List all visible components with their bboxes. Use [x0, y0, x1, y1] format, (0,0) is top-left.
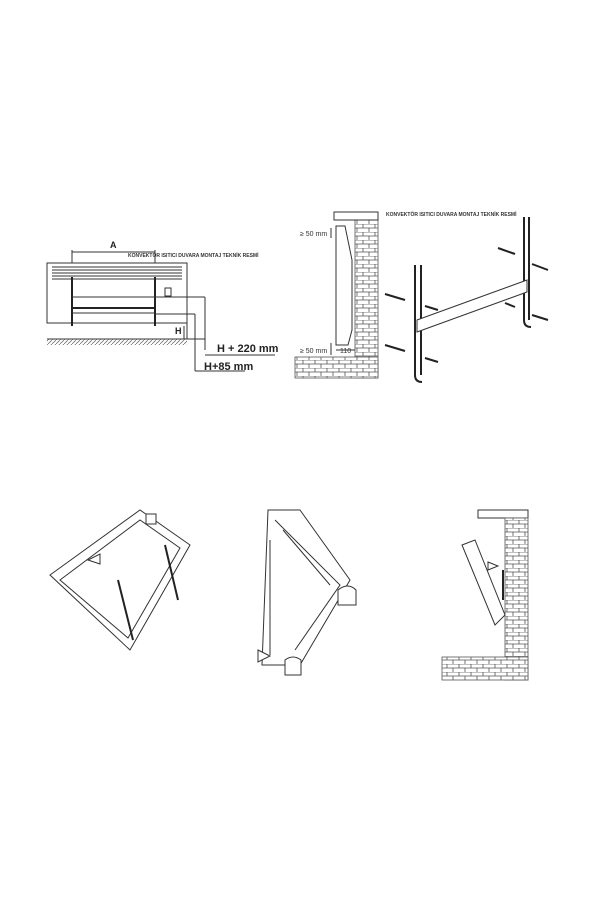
heater-back-panel: [49, 509, 191, 651]
screw-icons: [384, 247, 549, 363]
control-box: [164, 287, 172, 297]
dim-a-label: A: [110, 240, 117, 250]
crossbar: [416, 279, 528, 333]
heater-grille: [52, 266, 182, 280]
wall: [504, 517, 529, 681]
heater-tilted: [461, 539, 506, 626]
wall-cap: [477, 509, 529, 519]
floor-bricks: [294, 356, 379, 379]
front-view: A KONVEKTÖR ISITICI DUVARA MONTAJ TEKNİK…: [46, 240, 279, 373]
bracket-hook: [145, 513, 157, 525]
heater-side-profile: [335, 225, 353, 346]
floor: [47, 339, 187, 345]
arrow-icon: [487, 561, 500, 571]
step-2-bottom-view: [257, 509, 357, 676]
top-clearance-label: ≥ 50 mm: [300, 231, 327, 238]
bracket-title: KONVEKTÖR ISITICI DUVARA MONTAJ TEKNİK R…: [386, 211, 517, 218]
depth-label: 110: [340, 348, 351, 355]
heater-bottom: [261, 509, 351, 666]
floor-bricks: [441, 656, 529, 681]
bracket: [117, 544, 179, 641]
bottom-clearance-label: ≥ 50 mm: [300, 348, 327, 355]
dim-h85-label: H+85 mm: [204, 361, 253, 373]
arrow-icon: [257, 649, 272, 663]
dim-h220-label: H + 220 mm: [217, 343, 279, 355]
dimension-a-line: [71, 250, 156, 263]
foot-left: [284, 656, 302, 676]
dim-h-label: H: [175, 326, 182, 336]
bracket-view: KONVEKTÖR ISITICI DUVARA MONTAJ TEKNİK R…: [384, 211, 549, 383]
diagram-title: KONVEKTÖR ISITICI DUVARA MONTAJ TEKNİK R…: [128, 252, 259, 259]
step-3-mounted: [441, 509, 529, 681]
foot-right: [337, 585, 357, 606]
arrow-icon: [86, 553, 101, 565]
wall: [354, 219, 379, 379]
wall-cap: [333, 211, 379, 221]
wall-bracket: [71, 277, 205, 326]
step-1-hang-heater: [49, 509, 191, 651]
side-view: ≥ 50 mm ≥ 50 mm 110: [294, 211, 379, 379]
